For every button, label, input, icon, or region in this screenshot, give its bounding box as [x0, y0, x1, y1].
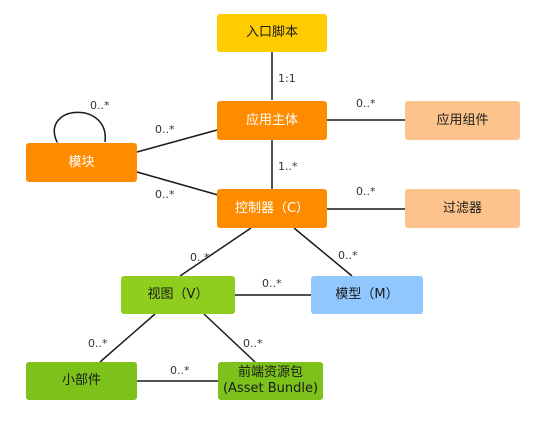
node-controller-label: 控制器（C） — [234, 200, 310, 216]
node-app-component-label: 应用组件 — [436, 112, 489, 128]
mult-asset-widget: 0..* — [170, 364, 190, 377]
node-entry-script: 入口脚本 — [217, 14, 327, 52]
mult-module-self: 0..* — [90, 99, 110, 112]
mult-controller-model: 0..* — [338, 249, 358, 262]
node-filter: 过滤器 — [405, 189, 520, 228]
node-application-label: 应用主体 — [245, 112, 298, 128]
node-entry-script-label: 入口脚本 — [245, 25, 298, 40]
link-controller-model — [286, 221, 353, 277]
mult-module-app: 0..* — [155, 123, 175, 136]
mult-module-controller: 0..* — [155, 188, 175, 201]
node-widget-label: 小部件 — [61, 373, 101, 388]
mult-view-asset: 0..* — [243, 337, 263, 350]
mult-filter-controller: 0..* — [356, 185, 376, 198]
mult-view-widget: 0..* — [88, 337, 108, 350]
link-view-widget — [99, 307, 163, 363]
node-module-label: 模块 — [68, 154, 95, 170]
link-module-self — [53, 111, 106, 152]
node-model-label: 模型（M） — [335, 287, 399, 302]
node-view: 视图（V） — [121, 276, 235, 314]
node-asset-bundle: 前端资源包 (Asset Bundle) — [218, 362, 323, 400]
link-controller-view — [179, 222, 260, 277]
mult-controller-view: 0..* — [190, 251, 210, 264]
mult-model-view: 0..* — [262, 277, 282, 290]
mult-app-controller: 1..* — [278, 160, 298, 173]
node-app-component: 应用组件 — [405, 101, 520, 140]
node-model: 模型（M） — [311, 276, 423, 314]
node-filter-label: 过滤器 — [442, 200, 482, 216]
mult-entry-app: 1:1 — [278, 72, 296, 85]
node-view-label: 视图（V） — [147, 287, 209, 302]
node-application: 应用主体 — [217, 101, 327, 140]
link-application-module — [136, 125, 227, 153]
node-widget: 小部件 — [26, 362, 137, 400]
link-view-asset — [196, 307, 256, 363]
link-module-controller — [127, 167, 219, 196]
node-module: 模块 — [26, 143, 137, 182]
node-controller: 控制器（C） — [217, 189, 327, 228]
mult-component-app: 0..* — [356, 97, 376, 110]
node-asset-bundle-label-2: (Asset Bundle) — [222, 381, 319, 396]
node-asset-bundle-label-1: 前端资源包 — [237, 365, 303, 380]
